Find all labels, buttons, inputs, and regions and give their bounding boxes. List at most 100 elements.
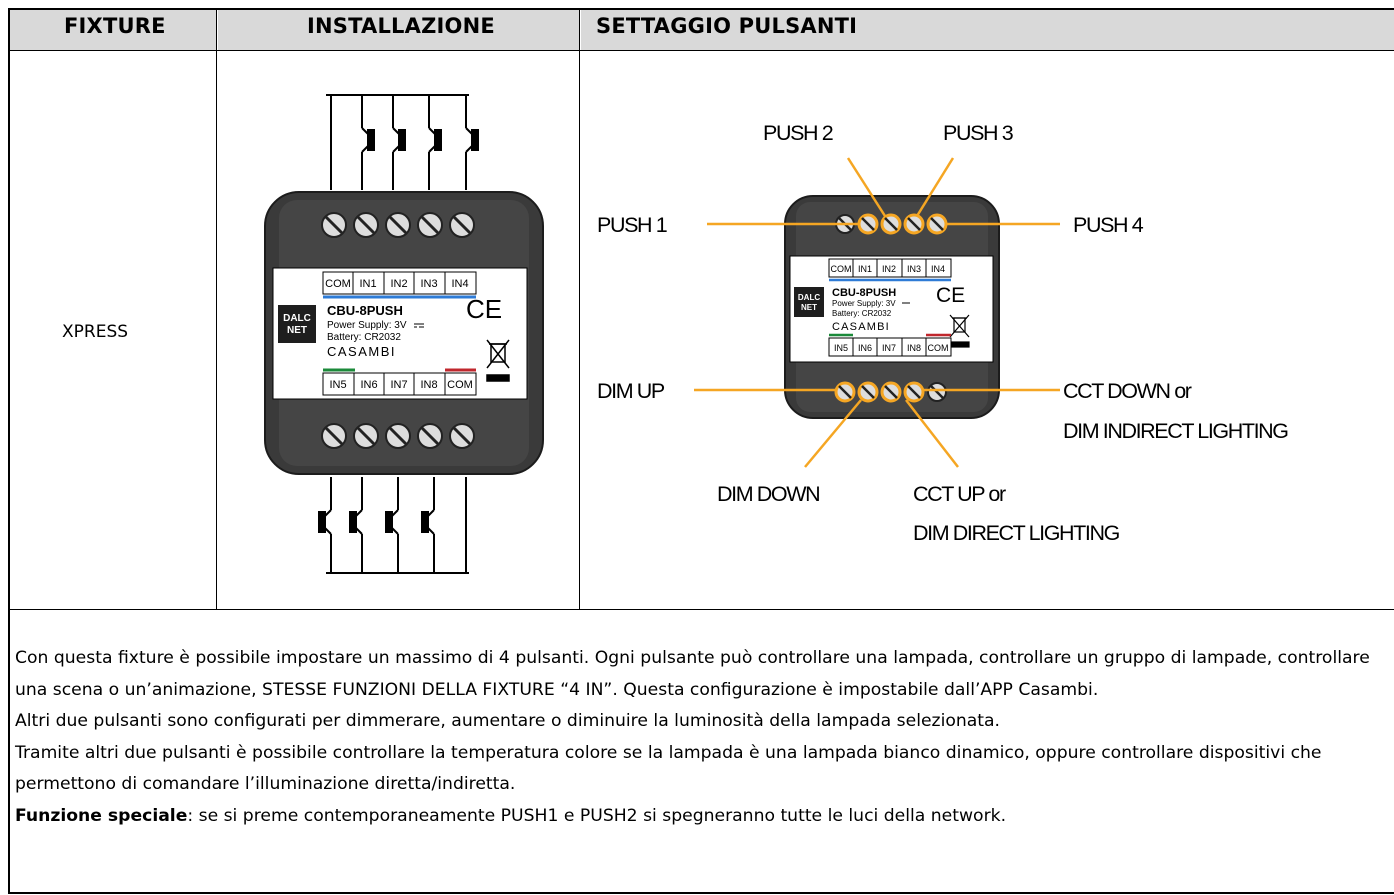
- device-battery: Battery: CR2032: [832, 309, 892, 318]
- table-row-divider: [8, 609, 1394, 610]
- bottom-terminal-labels: IN5 IN6 IN7 IN8 COM: [322, 372, 477, 396]
- screw-terminal: [321, 423, 347, 449]
- casambi-logo: CASAMBI: [327, 344, 396, 359]
- header-cell-installazione: [218, 10, 579, 50]
- cct-up-line: [905, 399, 959, 468]
- terminal-label: IN1: [858, 264, 872, 274]
- weee-bin-icon: [486, 339, 510, 382]
- bottom-screw-terminals: [834, 381, 947, 403]
- screw-terminal: [449, 423, 475, 449]
- device-model: CBU-8PUSH: [327, 303, 403, 318]
- terminal-label: IN6: [360, 379, 377, 391]
- weee-bin-icon: [949, 314, 970, 348]
- casambi-logo: CASAMBI: [832, 321, 890, 333]
- terminal-label: IN7: [390, 379, 407, 391]
- screw-terminal: [417, 212, 443, 238]
- terminal-label: COM: [447, 379, 473, 391]
- device-battery: Battery: CR2032: [327, 332, 401, 343]
- special-function-label: Funzione speciale: [15, 805, 188, 826]
- installation-diagram: COM IN1 IN2 IN3 IN4 DALC NET CBU-8PUSH P…: [264, 94, 544, 574]
- description-paragraph-2: Altri due pulsanti sono configurati per …: [15, 711, 1001, 731]
- terminal-label: COM: [325, 278, 351, 290]
- dim-down-label: DIM DOWN: [717, 482, 819, 506]
- top-terminal-labels: COM IN1 IN2 IN3 IN4: [828, 258, 952, 278]
- bottom-push-buttons: [318, 509, 435, 535]
- screw-terminal: [353, 423, 379, 449]
- screw-terminal: [857, 381, 879, 403]
- push3-line: [915, 157, 955, 217]
- table-col-divider-2: [579, 8, 580, 610]
- cct-down-label-line2: DIM INDIRECT LIGHTING: [1063, 419, 1288, 443]
- terminal-label: IN6: [858, 343, 872, 353]
- screw-terminal: [857, 213, 879, 235]
- screw-terminal: [417, 423, 443, 449]
- device-power: Power Supply: 3V: [327, 320, 407, 331]
- cct-up-label-line1: CCT UP or: [913, 482, 1006, 506]
- dalcnet-logo-line2: NET: [801, 303, 817, 312]
- bottom-screw-terminals: [321, 423, 475, 449]
- push1-label: PUSH 1: [597, 213, 667, 237]
- terminal-label: IN4: [931, 264, 945, 274]
- ce-mark: CE: [936, 284, 965, 307]
- dalcnet-logo: [794, 287, 824, 317]
- device-power: Power Supply: 3V: [832, 299, 896, 308]
- header-fixture: FIXTURE: [64, 14, 166, 38]
- terminal-label: IN8: [907, 343, 921, 353]
- dalcnet-logo: [278, 305, 316, 343]
- description: Con questa fixture è possibile impostare…: [15, 643, 1385, 832]
- top-push-buttons: [361, 127, 479, 153]
- table-border-left: [8, 8, 10, 894]
- cct-down-label-line1: CCT DOWN or: [1063, 379, 1192, 403]
- screw-terminal: [880, 213, 902, 235]
- table-border-bottom: [8, 892, 1394, 894]
- screw-terminal: [880, 381, 902, 403]
- special-function-text: : se si preme contemporaneamente PUSH1 e…: [187, 805, 1007, 826]
- terminal-label: IN2: [390, 278, 407, 290]
- table-border-top: [8, 8, 1394, 10]
- dim-down-line: [804, 399, 862, 468]
- push3-label: PUSH 3: [943, 121, 1014, 145]
- dalcnet-logo-line2: NET: [287, 325, 307, 336]
- description-paragraph-3: Tramite altri due pulsanti è possibile c…: [15, 742, 1322, 795]
- terminal-label: IN3: [907, 264, 921, 274]
- push2-line: [846, 157, 887, 217]
- header-installazione: INSTALLAZIONE: [307, 14, 495, 38]
- terminal-label: COM: [831, 264, 852, 274]
- dalcnet-logo-line1: DALC: [798, 293, 820, 302]
- screw-terminal: [903, 213, 925, 235]
- description-paragraph-1: Con questa fixture è possibile impostare…: [15, 648, 1370, 700]
- screw-terminal: [385, 212, 411, 238]
- callout-lines: [694, 157, 1060, 468]
- push2-label: PUSH 2: [763, 121, 833, 145]
- top-wiring: [326, 94, 469, 190]
- top-screw-terminals: [321, 212, 475, 238]
- device-model: CBU-8PUSH: [832, 287, 896, 299]
- terminal-label: IN8: [420, 379, 437, 391]
- screw-terminal: [353, 212, 379, 238]
- push4-label: PUSH 4: [1073, 213, 1144, 237]
- terminal-label: IN1: [359, 278, 376, 290]
- terminal-label: IN5: [329, 379, 346, 391]
- table-header-divider: [8, 50, 1394, 51]
- button-settings-diagram: COM IN1 IN2 IN3 IN4 DALC NET CBU-8PUSH P…: [597, 121, 1290, 545]
- terminal-label: IN7: [882, 343, 896, 353]
- terminal-label: IN3: [420, 278, 437, 290]
- screw-terminal: [926, 213, 948, 235]
- screw-terminal: [927, 382, 947, 402]
- dalcnet-logo-line1: DALC: [283, 313, 311, 324]
- terminal-label: IN2: [882, 264, 896, 274]
- cct-up-label-line2: DIM DIRECT LIGHTING: [913, 521, 1120, 545]
- ce-mark: CE: [466, 294, 502, 324]
- screw-terminal: [903, 381, 925, 403]
- terminal-label: IN5: [834, 343, 848, 353]
- header-cell-settaggio: [581, 10, 1394, 50]
- screw-terminal: [321, 212, 347, 238]
- header-cell-fixture: [10, 10, 216, 50]
- bottom-terminal-labels: IN5 IN6 IN7 IN8 COM: [828, 337, 952, 357]
- terminal-label: IN4: [451, 278, 468, 290]
- description-special: Funzione speciale: se si preme contempor…: [15, 801, 1385, 833]
- fixture-name: XPRESS: [62, 322, 129, 342]
- top-terminal-labels: COM IN1 IN2 IN3 IN4: [322, 271, 477, 295]
- dim-up-label: DIM UP: [597, 379, 665, 403]
